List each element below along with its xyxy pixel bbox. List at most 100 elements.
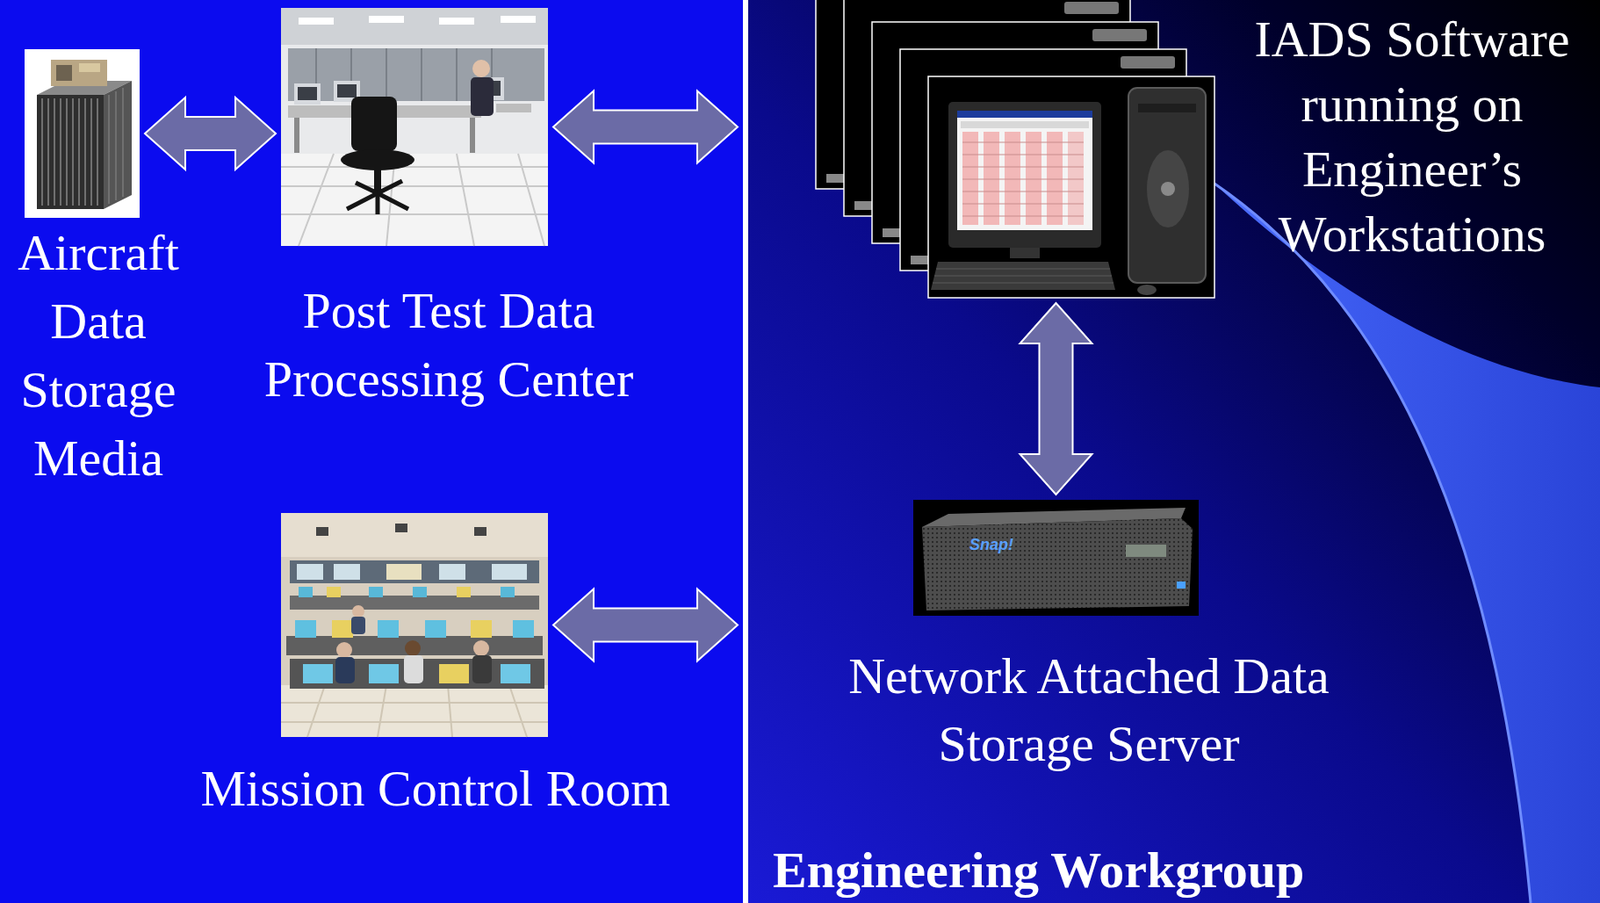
mission-control-photo — [425, 619, 447, 638]
mission-control-photo — [368, 586, 383, 598]
mission-control-photo — [395, 523, 408, 533]
nas-server-photo — [913, 499, 1199, 616]
processing-center-photo — [439, 17, 475, 25]
processing-center-photo — [455, 48, 458, 101]
node-caption: Aircraft Data Storage Media — [3, 218, 194, 493]
mission-control-photo — [470, 619, 492, 638]
front-workstation — [1137, 284, 1157, 296]
right-panel — [742, 0, 749, 903]
processing-center-photo — [288, 48, 545, 101]
stacked-monitor — [1064, 1, 1119, 15]
storage-media-photo — [24, 49, 140, 218]
front-workstation — [936, 268, 1110, 270]
mission-control-photo — [281, 512, 548, 557]
processing-center-photo — [377, 180, 403, 194]
processing-center-photo — [316, 48, 492, 101]
workstation-node: IADS Software running on Engineer’s Work… — [842, 0, 1588, 302]
left-panel — [0, 0, 743, 903]
right-panel — [1214, 183, 1600, 903]
mission-control-photo — [326, 586, 341, 598]
storage-media-photo — [84, 98, 87, 206]
node-shape-area — [281, 512, 548, 737]
node-shape-area — [24, 49, 140, 218]
storage-media-photo — [53, 98, 56, 206]
mission-control-photo — [307, 684, 325, 737]
mission-control-photo — [500, 663, 531, 684]
storage-media-photo — [47, 98, 50, 206]
front-workstation — [1128, 87, 1206, 283]
front-workstation — [962, 216, 1084, 217]
storage-media-photo — [78, 98, 80, 206]
processing-center-photo — [281, 153, 548, 246]
front-workstation — [1160, 181, 1175, 196]
stacked-monitor — [1120, 56, 1175, 69]
mission-control-photo — [447, 684, 453, 737]
processing-center-photo — [297, 86, 318, 101]
storage-media-photo — [96, 98, 99, 206]
mission-control-photo — [386, 563, 422, 580]
mission-control-photo — [281, 720, 548, 723]
mission-control-photo — [404, 640, 421, 656]
front-workstation — [932, 268, 1114, 283]
mission-control-photo — [509, 684, 527, 737]
processing-center-photo — [385, 48, 388, 101]
processing-center-photo — [375, 193, 381, 215]
front-workstation — [1025, 131, 1042, 225]
storage-media-node: Aircraft Data Storage Media — [3, 49, 194, 497]
processing-center-photo — [298, 17, 334, 25]
processing-center-photo — [377, 193, 409, 210]
front-workstation — [962, 166, 1084, 168]
mission-control-photo — [289, 595, 540, 610]
mission-control-photo — [472, 655, 492, 684]
processing-center-photo — [500, 15, 536, 23]
workstations-illustration — [815, 0, 1215, 298]
double-block-arrow — [1020, 302, 1093, 495]
front-workstation — [1138, 103, 1197, 113]
mission-control-photo — [335, 656, 355, 684]
processing-center-photo — [281, 7, 548, 246]
processing-center-photo — [281, 165, 548, 168]
front-workstation — [928, 76, 1215, 298]
mission-control-photo — [473, 640, 490, 656]
storage-media-photo — [90, 98, 93, 206]
mission-control-photo — [331, 619, 354, 638]
mission-control-photo — [439, 563, 466, 580]
right-panel — [742, 0, 1600, 903]
stacked-monitor — [910, 255, 930, 265]
front-workstation — [960, 121, 1089, 129]
node-caption: Post Test Data Processing Center — [237, 276, 660, 414]
double-block-arrow — [553, 589, 738, 662]
stacked-monitor — [854, 201, 874, 210]
processing-center-photo — [472, 59, 491, 78]
nas-server-photo — [922, 518, 1193, 611]
nas-server-photo — [1125, 544, 1167, 557]
processing-center-photo — [355, 182, 378, 194]
double-block-arrow — [144, 97, 276, 170]
node-caption: Network Attached Data Storage Server — [843, 641, 1335, 778]
storage-media-photo — [56, 64, 73, 81]
processing-center-photo — [281, 7, 548, 45]
node-caption: Mission Control Room — [163, 754, 708, 823]
front-workstation — [962, 203, 1084, 205]
front-workstation — [948, 101, 1102, 248]
front-workstation — [928, 76, 1215, 298]
mission-control-photo — [281, 701, 548, 704]
storage-media-photo — [59, 98, 62, 206]
processing-center-photo — [294, 83, 321, 105]
storage-media-photo — [79, 63, 101, 73]
mission-control-photo — [491, 563, 527, 580]
storage-server-node: Network Attached Data Storage Server — [843, 499, 1335, 781]
storage-media-photo — [72, 98, 74, 206]
double-block-arrow — [553, 91, 738, 164]
processing-center-photo — [420, 48, 423, 101]
front-workstation — [932, 282, 1114, 284]
front-workstation — [962, 191, 1084, 193]
front-workstation — [962, 142, 1084, 217]
right-panel — [742, 0, 1600, 903]
mission-control-photo — [352, 605, 365, 618]
processing-center-photo — [346, 180, 409, 215]
mission-control-photo — [377, 684, 387, 737]
front-workstation — [962, 131, 979, 225]
stacked-monitor — [1092, 28, 1147, 42]
